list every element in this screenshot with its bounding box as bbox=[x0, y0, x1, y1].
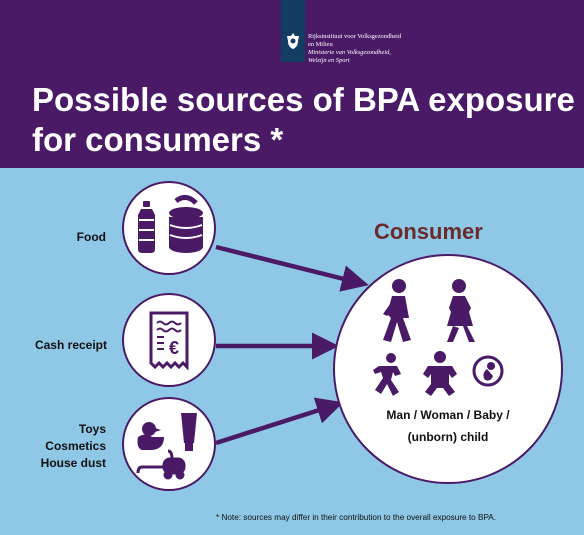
consumer-line: (unborn) child bbox=[407, 430, 489, 444]
title-line: Possible sources of BPA exposure bbox=[32, 81, 575, 118]
consumer-line: Man / Woman / Baby / bbox=[386, 408, 510, 422]
consumer-circle bbox=[333, 254, 563, 484]
ministry-text: Rijksinstituut voor Volksgezondheid en M… bbox=[308, 33, 508, 65]
vacuum-cleaner-icon bbox=[136, 449, 186, 480]
child-icon bbox=[373, 353, 401, 396]
fetus-icon bbox=[472, 355, 504, 387]
label-line: Food bbox=[76, 230, 106, 244]
bottle-icon bbox=[138, 201, 155, 253]
ministry-line: en Milieu bbox=[308, 41, 333, 48]
duck-toy-icon bbox=[137, 422, 164, 450]
label-line: House dust bbox=[40, 456, 106, 470]
source-label-cash-receipt: Cash receipt bbox=[35, 337, 107, 354]
man-icon bbox=[383, 279, 411, 342]
cash-receipt-circle: € bbox=[122, 293, 216, 387]
crest-logo-icon bbox=[281, 28, 305, 54]
svg-text:€: € bbox=[169, 338, 179, 358]
ministry-line: Rijksinstituut voor Volksgezondheid bbox=[308, 33, 402, 40]
source-label-toys-cosmetics-dust: Toys Cosmetics House dust bbox=[41, 421, 106, 472]
baby-icon bbox=[423, 351, 457, 396]
footnote: * Note: sources may differ in their cont… bbox=[216, 513, 497, 522]
source-label-food: Food bbox=[77, 229, 106, 246]
consumer-title: Consumer bbox=[374, 219, 483, 244]
consumer-description: Man / Woman / Baby / (unborn) child bbox=[348, 404, 548, 448]
arrow-food bbox=[215, 244, 369, 292]
label-line: Cosmetics bbox=[45, 439, 106, 453]
title-line: for consumers * bbox=[32, 121, 284, 158]
tube-icon bbox=[181, 413, 197, 451]
woman-icon bbox=[447, 279, 475, 342]
label-line: Toys bbox=[78, 422, 106, 436]
logo-bar bbox=[281, 0, 305, 62]
food-circle bbox=[122, 181, 216, 275]
toys-circle bbox=[122, 397, 216, 491]
header-banner: Rijksinstituut voor Volksgezondheid en M… bbox=[0, 0, 584, 168]
label-line: Cash receipt bbox=[34, 338, 107, 352]
ministry-line: Ministerie van Volksgezondheid, bbox=[308, 49, 391, 56]
ministry-line: Welzijn en Sport bbox=[308, 57, 350, 64]
page-title: Possible sources of BPA exposure for con… bbox=[32, 80, 575, 160]
can-icon bbox=[169, 195, 203, 253]
arrow-toys bbox=[215, 397, 344, 446]
receipt-euro-icon: € bbox=[149, 311, 189, 371]
